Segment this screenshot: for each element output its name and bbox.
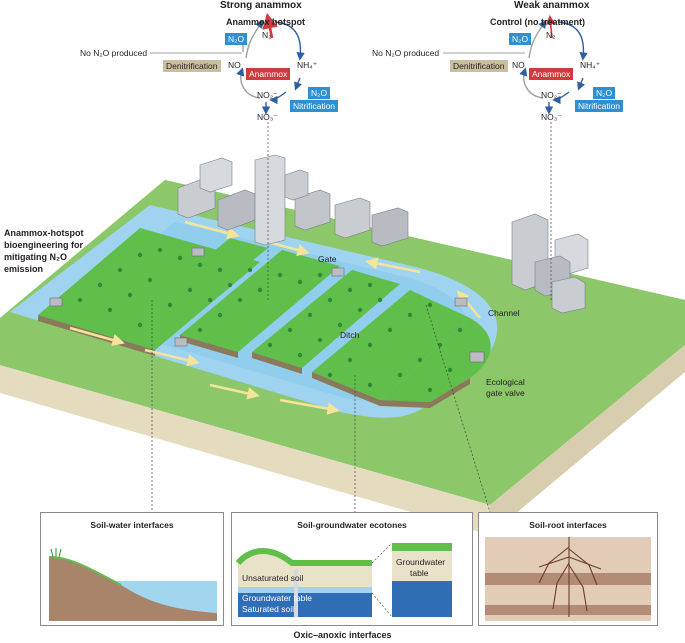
no3-label: NO₃⁻ [541, 112, 562, 122]
cycle-right-arrows [443, 14, 588, 115]
soil-groundwater-illustration [235, 542, 452, 618]
denitrification-box: Denitrification [450, 60, 508, 72]
fields [38, 228, 491, 408]
ditch-label: Ditch [340, 330, 360, 340]
anammox-box: Anammox [529, 68, 574, 80]
nitrification-box: Nitrification [290, 100, 339, 112]
channel-label: Channel [488, 308, 520, 318]
denitrification-box: Denitrification [163, 60, 221, 72]
side-title-line-4: emission [4, 264, 44, 274]
panel-title: Soil-water interfaces [90, 520, 174, 530]
heading-weak-anammox: Weak anammox [514, 0, 590, 11]
panel-soil-root: Soil-root interfaces [478, 512, 658, 626]
side-title-line-2: bioengineering for [4, 240, 84, 250]
n2o-denit-box: N₂O [225, 33, 248, 45]
side-title-line-1: Anammox-hotspot [4, 228, 84, 238]
soil-water-illustration [48, 548, 217, 621]
saturated-label: Saturated soil [242, 604, 294, 614]
gw-table-label: Groundwater table [242, 593, 312, 603]
n2o-denit-box: N₂O [509, 33, 532, 45]
subheading-control: Control (no treatment) [490, 17, 585, 27]
side-title-line-3: mitigating N₂O [4, 252, 67, 262]
n2-label: N₂ [262, 30, 272, 40]
nh4-label: NH₄⁺ [580, 60, 601, 70]
n2o-nit-box: N₂O [593, 87, 616, 99]
anammox-box: Anammox [246, 68, 291, 80]
no2-label: NO₂⁻ [541, 90, 562, 100]
no-n2o-label: No N₂O produced [80, 48, 148, 58]
nh4-label: NH₄⁺ [297, 60, 318, 70]
no-label: NO [228, 60, 241, 70]
buildings-right [511, 213, 589, 314]
heading-strong-anammox: Strong anammox [220, 0, 302, 11]
panel-soil-water: Soil-water interfaces [40, 512, 224, 626]
panel-soil-groundwater: Soil-groundwater ecotones Unsaturated so… [231, 512, 473, 626]
n2-label: N₂ [546, 30, 556, 40]
panel-title: Soil-groundwater ecotones [297, 520, 407, 530]
gw-inset-label-1: Groundwater [396, 557, 446, 567]
plants [77, 247, 463, 393]
valve-label-line-1: Ecological [486, 377, 525, 387]
n2o-nit-box: N₂O [308, 87, 331, 99]
gw-inset-label-2: table [410, 568, 429, 578]
no-n2o-label: No N₂O produced [372, 48, 440, 58]
gate-label: Gate [318, 254, 337, 264]
buildings-left [177, 154, 409, 247]
gates [49, 247, 485, 363]
subheading-anammox-hotspot: Anammox hotspot [226, 17, 306, 27]
panel-title: Soil-root interfaces [529, 520, 607, 530]
soil-root-illustration [485, 537, 651, 621]
unsaturated-label: Unsaturated soil [242, 573, 304, 583]
no-label: NO [512, 60, 525, 70]
footer-title: Oxic–anoxic interfaces [293, 630, 392, 640]
guide-lines [151, 122, 552, 513]
nitrification-box: Nitrification [575, 100, 624, 112]
valve-label-line-2: gate valve [486, 388, 525, 398]
no3-label: NO₃⁻ [257, 112, 278, 122]
no2-label: NO₂⁻ [257, 90, 278, 100]
cycle-left-arrows [150, 12, 305, 115]
